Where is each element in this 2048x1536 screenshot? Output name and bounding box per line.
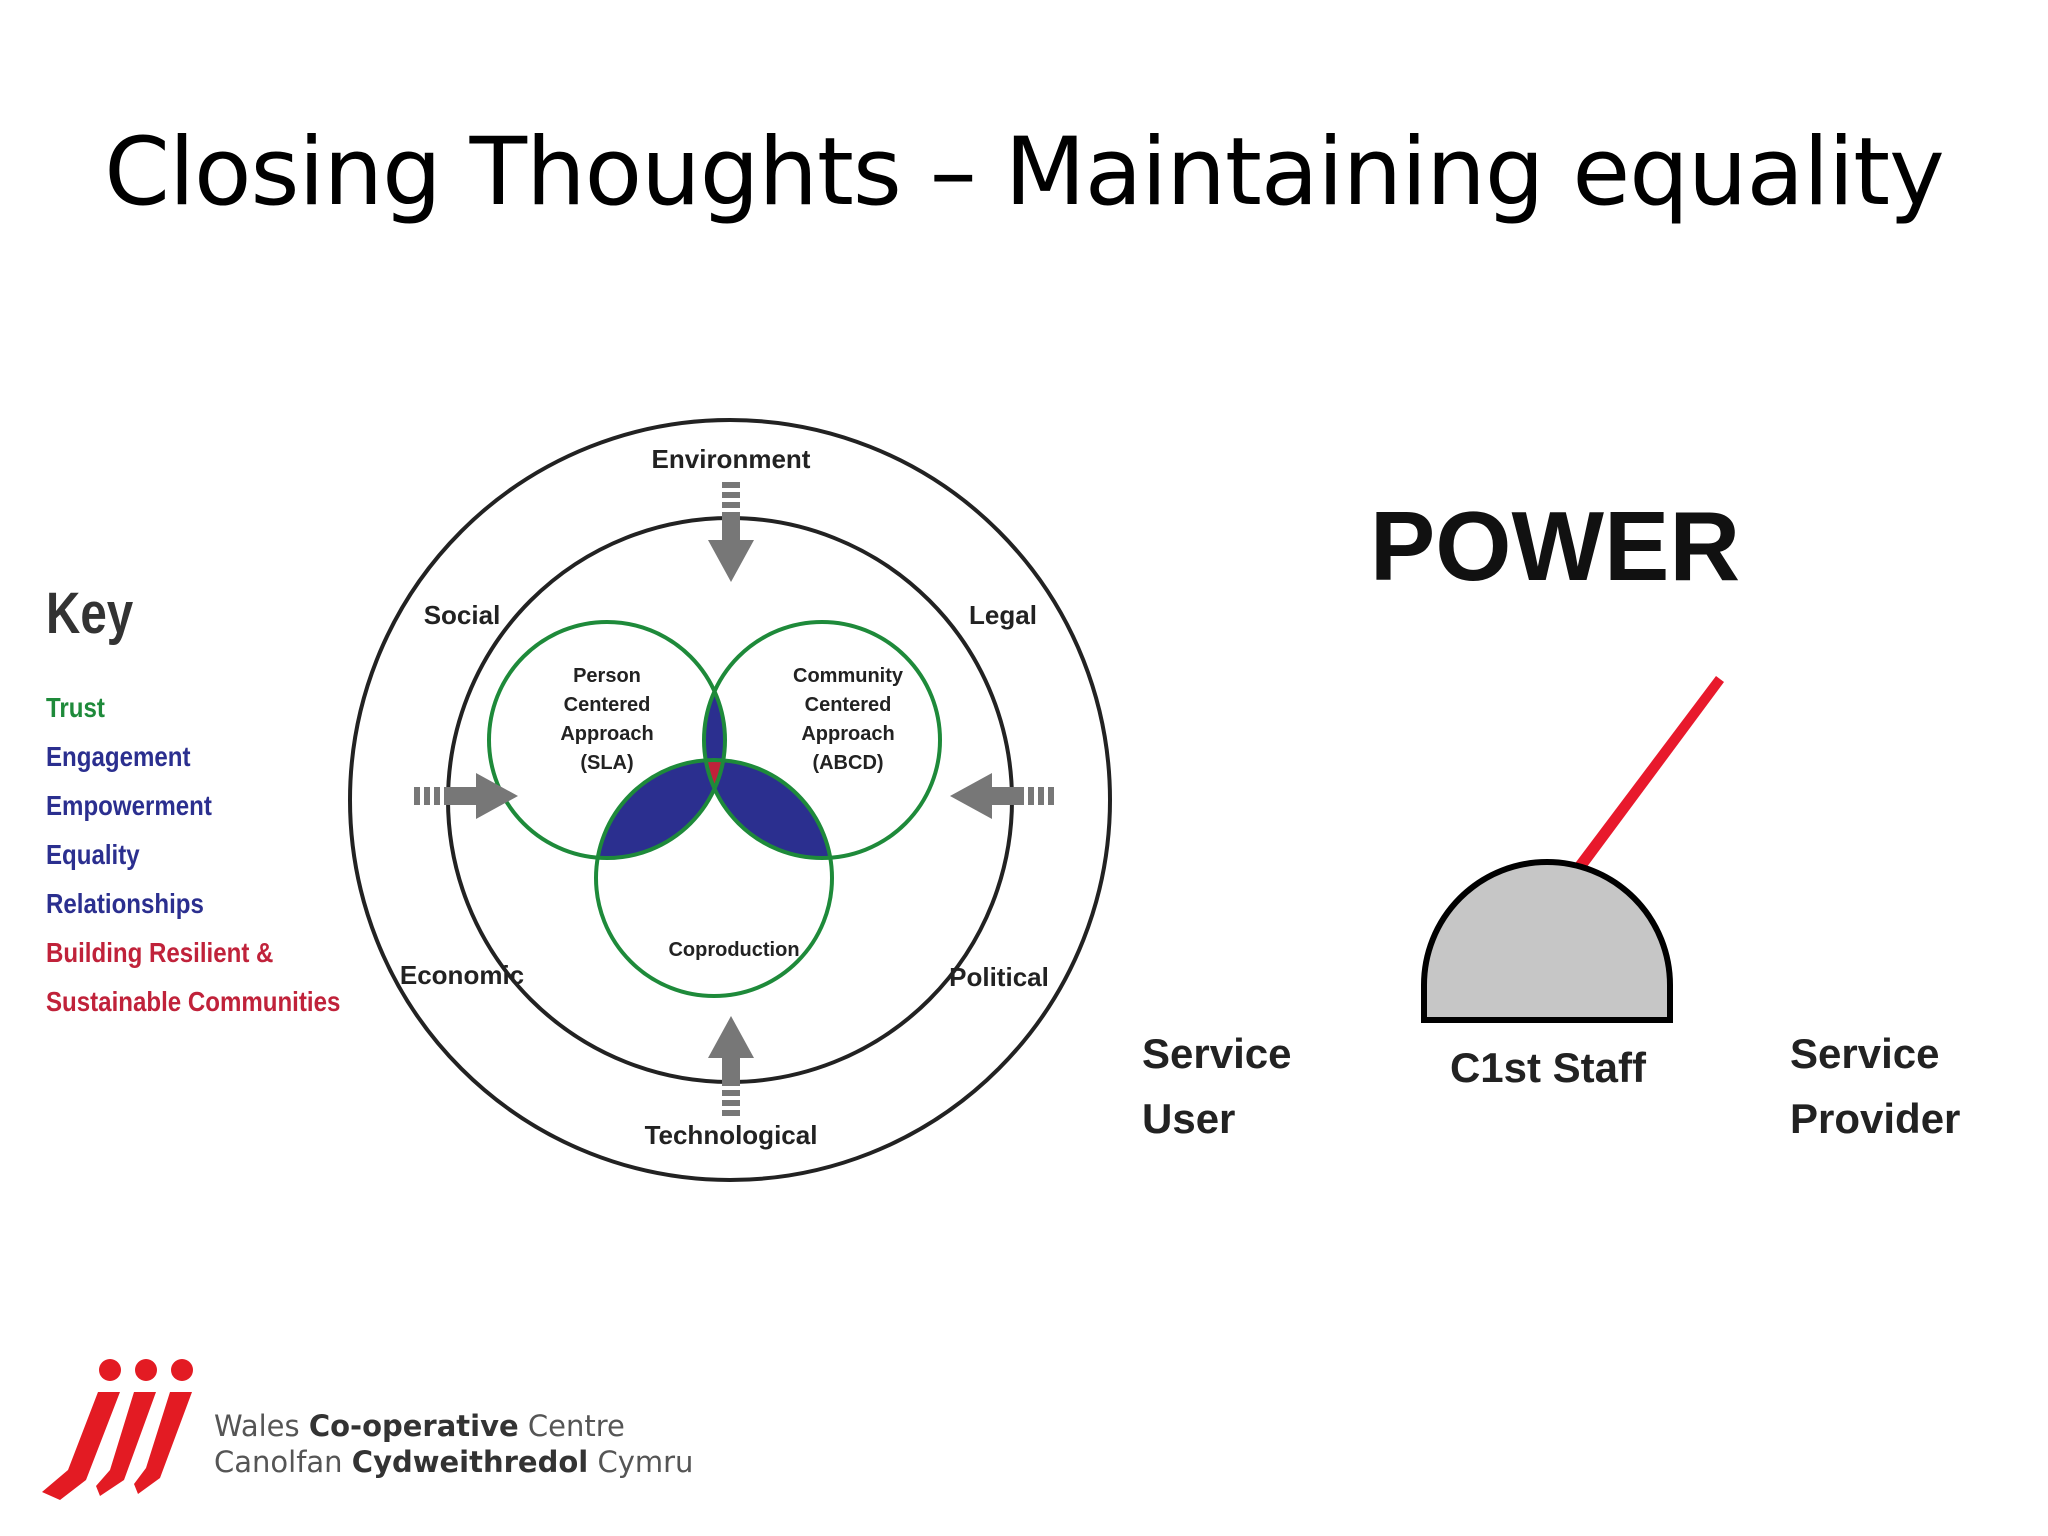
slide-title: Closing Thoughts – Maintaining equality <box>104 118 1945 227</box>
outer-ring <box>348 418 1112 1182</box>
logo-line-2-a: Canolfan <box>214 1445 352 1479</box>
logo-line-1: Wales Co-operative Centre <box>214 1408 693 1444</box>
key-item: Relationships <box>46 888 204 919</box>
venn-label-bottom: Coproduction <box>668 939 799 961</box>
service-provider-line-1: Service <box>1790 1030 1939 1077</box>
venn-right-line-3: Approach <box>801 723 894 745</box>
venn-right-line-1: Community <box>793 665 904 687</box>
arrow-bottom <box>708 1016 754 1116</box>
gauge-dome <box>1421 859 1673 1023</box>
key-item: Engagement <box>46 741 191 772</box>
key-item: Empowerment <box>46 790 212 821</box>
arrow-left <box>414 773 518 819</box>
overlap-right-bottom <box>704 760 832 858</box>
venn-circle-bottom <box>594 758 834 998</box>
logo-line-1-a: Wales <box>214 1409 309 1443</box>
logo-line-2-c: Cymru <box>588 1445 694 1479</box>
key-heading: Key <box>46 581 134 646</box>
label-c1st-staff: C1st Staff <box>1450 1044 1647 1091</box>
venn-left-line-4: (SLA) <box>580 752 633 774</box>
logo-line-2: Canolfan Cydweithredol Cymru <box>214 1444 693 1480</box>
overlap-left-bottom <box>596 760 725 858</box>
venn-label-left: Person Centered Approach (SLA) <box>560 665 653 774</box>
venn-left-line-2: Centered <box>564 694 651 716</box>
gauge-needle <box>1546 676 1724 906</box>
service-provider-line-2: Provider <box>1790 1095 1960 1142</box>
venn-right-line-4: (ABCD) <box>812 752 883 774</box>
service-user-line-1: Service <box>1142 1030 1291 1077</box>
wcc-logo-text: Wales Co-operative Centre Canolfan Cydwe… <box>214 1408 693 1480</box>
venn-circle-left <box>487 620 727 860</box>
venn-overlaps <box>596 622 832 858</box>
key-item: Trust <box>46 692 105 723</box>
venn-label-right: Community Centered Approach (ABCD) <box>793 665 904 774</box>
logo-line-1-b: Co-operative <box>308 1409 519 1443</box>
wcc-logo-mark <box>42 1359 193 1500</box>
logo-line-1-c: Centre <box>518 1409 625 1443</box>
service-user-line-2: User <box>1142 1095 1235 1142</box>
venn-left-line-3: Approach <box>560 723 653 745</box>
label-political: Political <box>949 962 1049 992</box>
key-item: Sustainable Communities <box>46 986 341 1017</box>
key-item: Equality <box>46 839 140 870</box>
venn-circle-right <box>702 620 942 860</box>
label-service-user: Service User <box>1142 1030 1291 1142</box>
key-item: Building Resilient & <box>46 937 274 968</box>
label-technological: Technological <box>645 1120 818 1150</box>
arrow-right <box>950 773 1054 819</box>
venn-left-line-1: Person <box>573 665 641 687</box>
label-service-provider: Service Provider <box>1790 1030 1960 1142</box>
venn-right-line-2: Centered <box>805 694 892 716</box>
label-legal: Legal <box>969 600 1037 630</box>
logo-line-2-b: Cydweithredol <box>351 1445 589 1479</box>
label-environment: Environment <box>652 444 811 474</box>
arrow-top <box>708 482 754 582</box>
label-economic: Economic <box>400 960 524 990</box>
power-title: POWER <box>1370 491 1740 601</box>
label-social: Social <box>424 600 501 630</box>
